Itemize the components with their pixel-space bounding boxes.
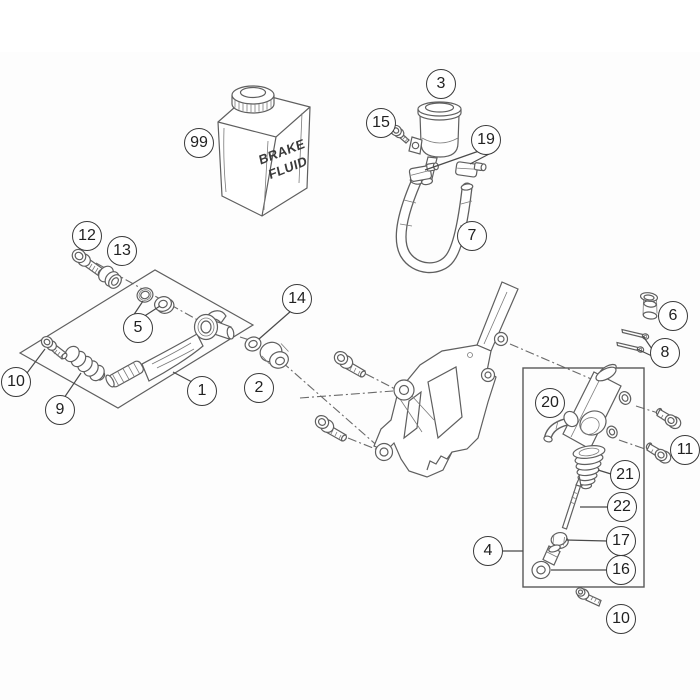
part-push-rod (561, 475, 582, 530)
part-reservoir-screw (390, 124, 410, 144)
callout-20: 20 (535, 388, 565, 418)
callout-17: 17 (606, 526, 636, 556)
callout-12: 12 (72, 221, 102, 251)
part-seal-rings (136, 287, 175, 314)
callout-1: 1 (187, 376, 217, 406)
part-dust-boot (572, 445, 606, 490)
part-fluid-reservoir (408, 101, 462, 186)
cap-knurling (234, 99, 272, 112)
callout-9: 9 (45, 395, 75, 425)
part-clevis-bolt (575, 587, 602, 607)
callout-2: 2 (244, 373, 274, 403)
callout-10-pedal-bolt: 10 (1, 367, 31, 397)
part-pedal-stop-bolt (40, 335, 68, 360)
callout-15: 15 (366, 108, 396, 138)
callout-5: 5 (123, 313, 153, 343)
callout-22: 22 (607, 492, 637, 522)
part-clevis (531, 544, 561, 580)
callout-16: 16 (606, 555, 636, 585)
part-brake-fluid-canister: BRAKE FLUID (217, 85, 311, 217)
part-outlet-elbow (543, 410, 579, 443)
part-flange-nut (259, 341, 289, 369)
callout-99: 99 (184, 128, 214, 158)
callout-7: 7 (457, 221, 487, 251)
part-mount-bolts (645, 407, 682, 464)
part-bracket-socket-bolts (314, 350, 367, 442)
part-master-cylinder (543, 363, 632, 450)
part-hose-clamps (408, 161, 487, 182)
callout-10-clevis-bolt: 10 (606, 604, 636, 634)
part-rubber-bellows (64, 345, 106, 382)
callout-13: 13 (107, 236, 137, 266)
callout-21: 21 (610, 460, 640, 490)
callout-14: 14 (282, 284, 312, 314)
callout-19: 19 (471, 125, 501, 155)
part-brake-pedal (105, 310, 235, 388)
callout-4: 4 (473, 536, 503, 566)
pedal-assembly-frame (18, 269, 255, 409)
callout-6: 6 (658, 301, 688, 331)
callout-8: 8 (650, 338, 680, 368)
callout-3: 3 (426, 69, 456, 99)
part-plug-cap (639, 292, 659, 320)
part-pivot-bushing (98, 265, 122, 289)
master-cylinder-assembly-box (522, 367, 645, 588)
callout-11: 11 (670, 435, 700, 465)
part-washer (244, 336, 262, 352)
part-footrest-bracket (373, 281, 519, 478)
